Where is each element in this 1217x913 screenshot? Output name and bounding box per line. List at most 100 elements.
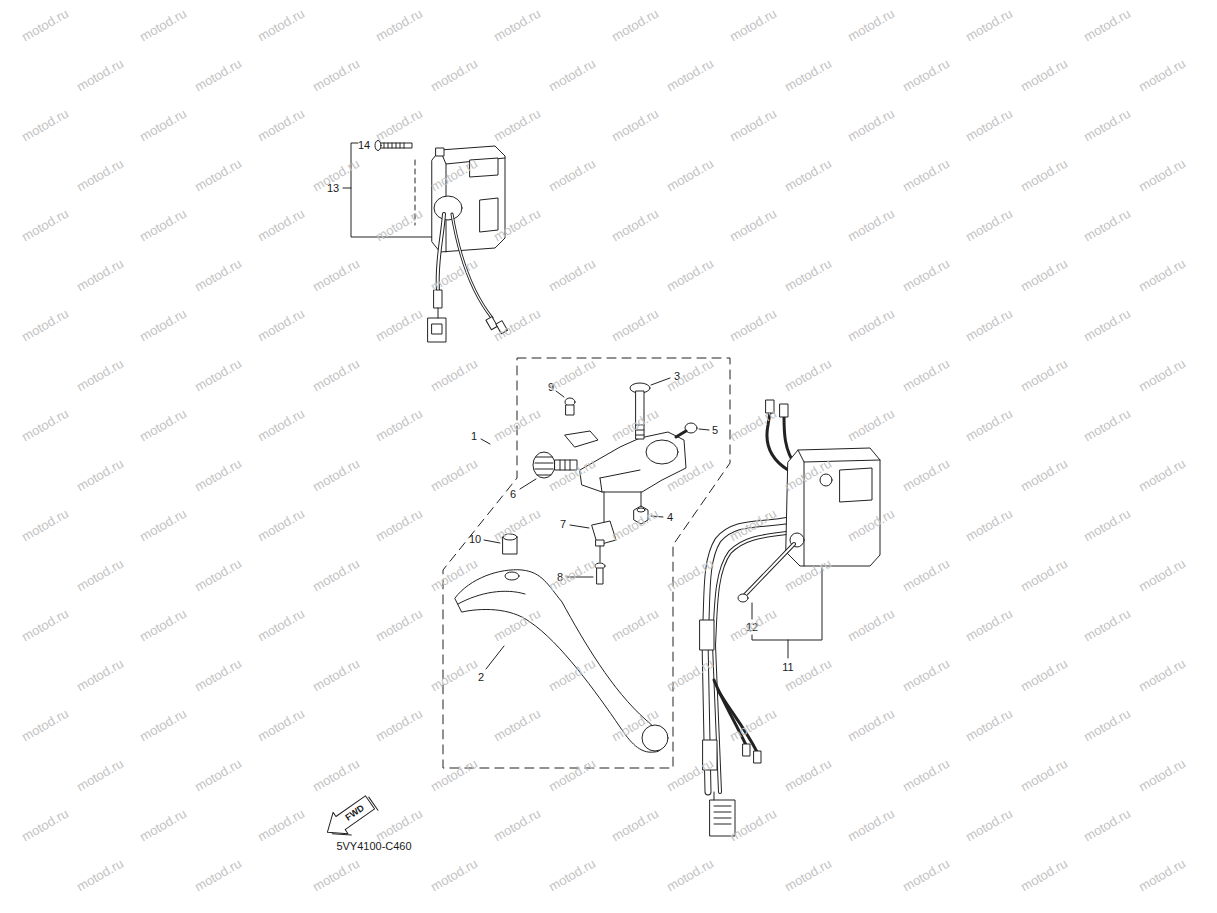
watermark: motod.ru	[1082, 207, 1133, 244]
watermark: motod.ru	[728, 107, 779, 144]
watermark: motod.ru	[75, 657, 126, 694]
watermark: motod.ru	[138, 7, 189, 44]
watermark: motod.ru	[783, 157, 834, 194]
connector-pins	[714, 806, 731, 824]
watermark: motod.ru	[728, 307, 779, 344]
forward-arrow	[320, 791, 381, 846]
connector-detail	[432, 324, 442, 334]
screw-shaft	[566, 405, 574, 415]
diagram-code: 5VY4100-C460	[336, 841, 411, 852]
watermark: motod.ru	[20, 807, 71, 844]
connector	[743, 744, 750, 756]
callout-number: 1	[471, 431, 477, 442]
watermark: motod.ru	[1137, 757, 1188, 794]
watermark: motod.ru	[20, 507, 71, 544]
left-handlebar-switch	[343, 141, 507, 343]
watermark: motod.ru	[964, 507, 1015, 544]
watermark: motod.ru	[1082, 607, 1133, 644]
watermark: motod.ru	[138, 407, 189, 444]
watermark: motod.ru	[610, 507, 661, 544]
callout-number: 7	[560, 519, 566, 530]
watermark: motod.ru	[783, 257, 834, 294]
wire-sleeve	[700, 620, 714, 650]
watermark: motod.ru	[429, 557, 480, 594]
watermark: motod.ru	[610, 7, 661, 44]
watermark: motod.ru	[492, 207, 543, 244]
watermark: motod.ru	[783, 557, 834, 594]
assembly-line	[600, 546, 601, 562]
arrow-shadow	[327, 797, 381, 843]
watermark: motod.ru	[429, 657, 480, 694]
watermark: motod.ru	[665, 157, 716, 194]
watermark: motod.ru	[901, 657, 952, 694]
watermark: motod.ru	[846, 407, 897, 444]
leader-line	[481, 439, 490, 444]
watermark: motod.ru	[665, 857, 716, 894]
watermark: motod.ru	[311, 257, 362, 294]
watermark: motod.ru	[728, 707, 779, 744]
watermark: motod.ru	[964, 107, 1015, 144]
watermark: motod.ru	[138, 107, 189, 144]
lever-pivot-hole	[505, 572, 519, 580]
leader-line	[699, 429, 709, 430]
holder-edge	[600, 470, 640, 492]
watermark: motod.ru	[429, 457, 480, 494]
watermark: motod.ru	[610, 207, 661, 244]
watermark: motod.ru	[256, 507, 307, 544]
direction-label: FWD	[344, 803, 366, 822]
screw-hole	[820, 474, 832, 486]
watermark: motod.ru	[547, 557, 598, 594]
wire-grommet	[434, 196, 462, 220]
watermark: motod.ru	[1082, 707, 1133, 744]
watermark: motod.ru	[311, 757, 362, 794]
watermark: motod.ru	[193, 357, 244, 394]
watermark: motod.ru	[610, 707, 661, 744]
leader-line	[570, 525, 589, 528]
watermark: motod.ru	[1019, 457, 1070, 494]
knob-ridges	[535, 457, 553, 475]
leader-line	[520, 479, 536, 489]
watermark: motod.ru	[964, 807, 1015, 844]
watermark: motod.ru	[1019, 757, 1070, 794]
callout-number: 6	[510, 489, 516, 500]
watermark: motod.ru	[846, 107, 897, 144]
wire	[714, 532, 795, 792]
watermark: motod.ru	[610, 107, 661, 144]
watermark: motod.ru	[901, 357, 952, 394]
watermark: motod.ru	[256, 307, 307, 344]
switch-button	[840, 468, 872, 502]
watermark: motod.ru	[429, 757, 480, 794]
watermark: motod.ru	[193, 257, 244, 294]
watermark: motod.ru	[846, 507, 897, 544]
watermark: motod.ru	[1137, 57, 1188, 94]
watermark: motod.ru	[20, 707, 71, 744]
watermark: motod.ru	[964, 407, 1015, 444]
watermark: motod.ru	[138, 507, 189, 544]
wire	[714, 792, 715, 800]
switch-housing	[786, 448, 880, 566]
watermark: motod.ru	[846, 7, 897, 44]
leader-line	[788, 640, 789, 658]
watermark: motod.ru	[547, 157, 598, 194]
watermark: motod.ru	[256, 607, 307, 644]
watermark: motod.ru	[1137, 457, 1188, 494]
connector-block	[428, 318, 446, 342]
watermark: motod.ru	[901, 857, 952, 894]
watermark: motod.ru	[1082, 107, 1133, 144]
watermark: motod.ru	[492, 107, 543, 144]
watermark: motod.ru	[728, 407, 779, 444]
watermark: motod.ru	[728, 607, 779, 644]
callout-number: 10	[469, 534, 481, 545]
watermark: motod.ru	[1019, 657, 1070, 694]
callout-number: 4	[667, 512, 673, 523]
watermark: motod.ru	[547, 57, 598, 94]
callout-number: 5	[712, 425, 718, 436]
watermark: motod.ru	[964, 207, 1015, 244]
lever-holder-assembly	[455, 378, 709, 752]
watermark: motod.ru	[1082, 7, 1133, 44]
watermark: motod.ru	[492, 807, 543, 844]
switch-button	[480, 198, 498, 232]
watermark: motod.ru	[1137, 857, 1188, 894]
watermark: motod.ru	[429, 57, 480, 94]
